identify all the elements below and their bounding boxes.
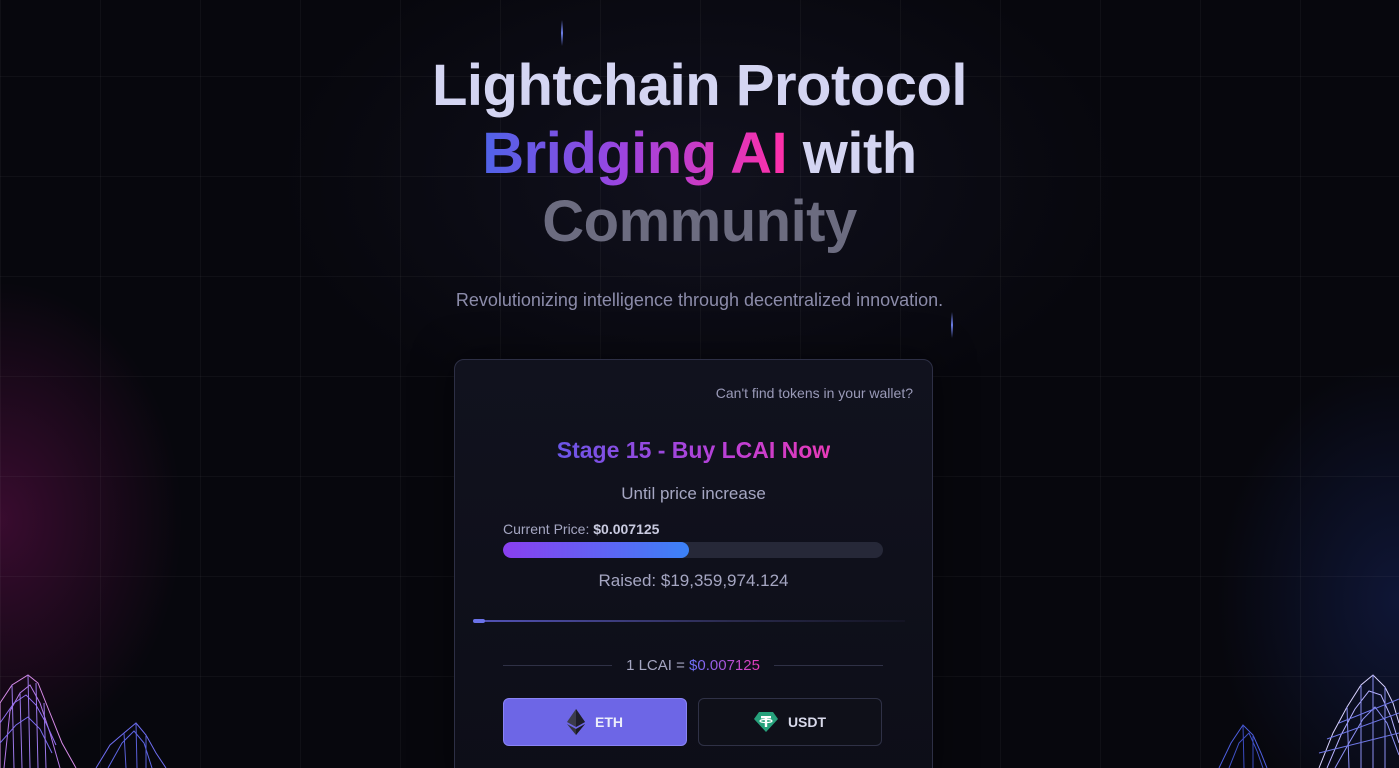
hero-title-line2: Bridging AI with <box>0 120 1399 188</box>
hero-title-highlight: Bridging AI <box>482 121 788 186</box>
current-price-label: Current Price: <box>503 521 590 537</box>
pay-with-eth-button[interactable]: ETH <box>503 698 687 746</box>
usdt-button-label: USDT <box>787 714 827 730</box>
rate-rule-right <box>773 665 883 666</box>
until-price-increase-text: Until price increase <box>621 484 766 503</box>
rate-value: $0.007125 <box>689 657 760 674</box>
section-divider <box>475 620 905 622</box>
exchange-rate-text: 1 LCAI = $0.007125 <box>626 657 760 674</box>
tether-icon <box>753 712 778 732</box>
rate-rule-left <box>503 665 613 666</box>
presale-card: Can't find tokens in your wallet? Stage … <box>454 359 933 768</box>
raised-amount: Raised: $19,359,974.124 <box>598 571 789 590</box>
divider-indicator <box>473 619 485 623</box>
hero-title-line2-rest: with <box>802 121 917 186</box>
exchange-rate-row: 1 LCAI = $0.007125 <box>503 657 883 674</box>
hero-title-line1: Lightchain Protocol <box>431 53 968 118</box>
hero-title: Lightchain Protocol Bridging AI with Com… <box>0 52 1399 256</box>
presale-progress-fill <box>503 542 690 558</box>
pay-with-usdt-button[interactable]: USDT <box>698 698 882 746</box>
decorative-spark <box>561 20 563 46</box>
presale-progress-bar <box>503 542 883 558</box>
hero-section: Lightchain Protocol Bridging AI with Com… <box>0 52 1399 311</box>
stage-title: Stage 15 - Buy LCAI Now <box>455 437 932 464</box>
right-wireframe-mountains-decoration <box>1218 674 1399 768</box>
decorative-spark <box>951 312 953 338</box>
current-price-row: Current Price: $0.007125 <box>503 521 659 537</box>
hero-subtitle: Revolutionizing intelligence through dec… <box>455 290 944 310</box>
ethereum-icon <box>567 709 585 735</box>
current-price-value: $0.007125 <box>593 521 660 537</box>
stage-title-text: Stage 15 - Buy LCAI Now <box>556 437 831 463</box>
left-wireframe-mountains-decoration <box>0 674 167 768</box>
wallet-help-link[interactable]: Can't find tokens in your wallet? <box>715 385 913 401</box>
hero-title-line3: Community <box>542 189 857 254</box>
rate-prefix: 1 LCAI = <box>626 657 685 674</box>
eth-button-label: ETH <box>595 714 623 730</box>
